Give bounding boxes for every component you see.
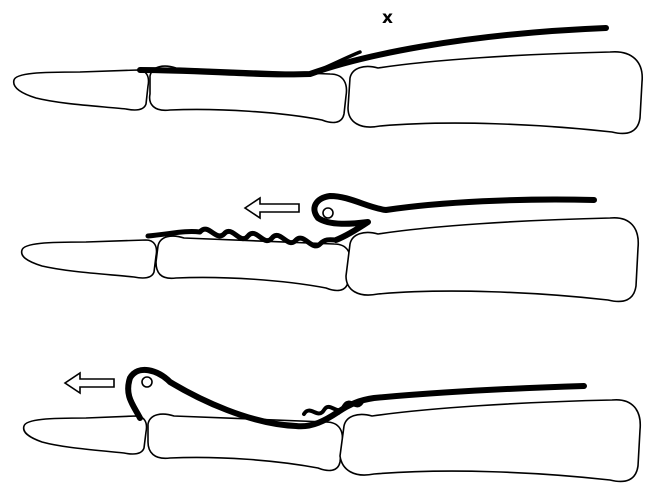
panel-2 <box>22 196 639 301</box>
panel-1: x <box>14 8 643 133</box>
panel-3-distal-phalanx <box>24 416 147 454</box>
panel-1-proximal-phalanx <box>348 52 642 134</box>
panel-1-marker: x <box>382 8 393 28</box>
panel-2-proximal-phalanx <box>346 218 638 302</box>
panel-2-distal-phalanx <box>22 240 157 278</box>
panel-1-distal-phalanx <box>14 70 149 110</box>
panel-2-pull-arrow <box>245 198 299 218</box>
panel-3-proximal-phalanx <box>340 400 640 482</box>
panel-3-pull-arrow <box>65 373 114 393</box>
panel-3-pulley <box>142 377 152 387</box>
panel-3 <box>24 370 641 482</box>
panel-2-pulley <box>323 208 333 218</box>
